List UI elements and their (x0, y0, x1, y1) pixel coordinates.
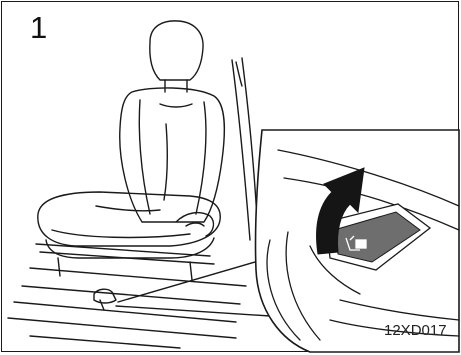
headrest (150, 21, 203, 92)
seat-back (120, 88, 225, 222)
figure-code: 12XD017 (384, 323, 459, 338)
zoom-inset (255, 130, 459, 352)
seat-rails (8, 244, 246, 348)
callout-pointer (116, 260, 270, 316)
step-number: 1 (30, 12, 47, 43)
door-frame-lines (232, 58, 258, 240)
seat-cushion (38, 192, 220, 258)
